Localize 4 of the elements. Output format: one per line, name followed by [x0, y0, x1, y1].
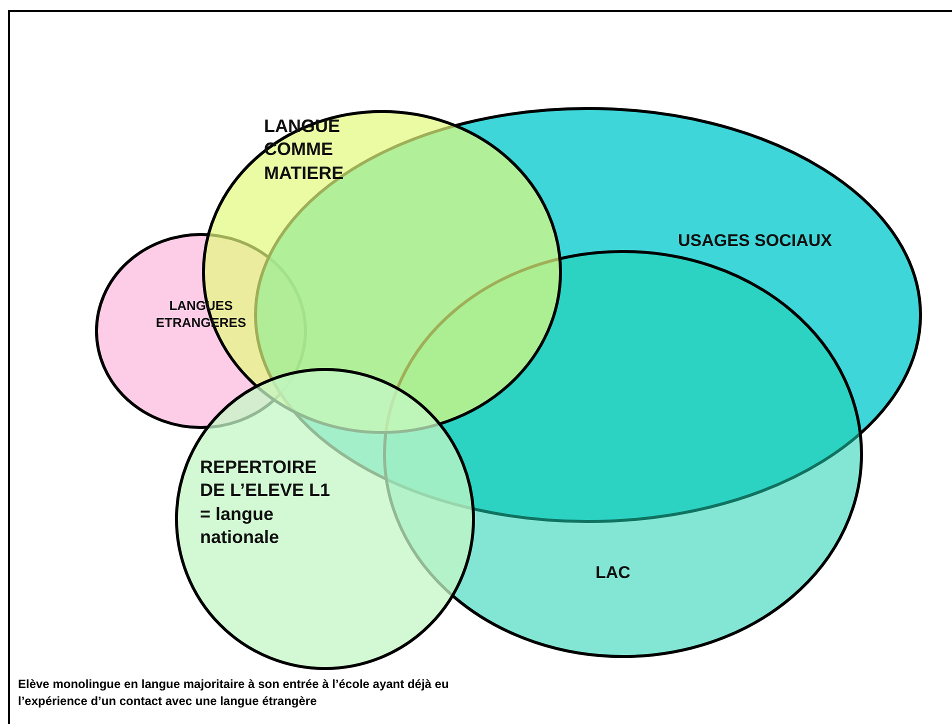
caption: Elève monolingue en langue majoritaire à son entrée à l’école ayant déjà eu l’expérience d’un contact avec une langue étrangère: [18, 676, 450, 710]
set-label: LAC: [594, 562, 632, 584]
set-label: USAGES SOCIAUX: [678, 230, 833, 252]
set-label: REPERTOIRE DE L’ELEVE L1 = langue nationale: [200, 456, 332, 550]
